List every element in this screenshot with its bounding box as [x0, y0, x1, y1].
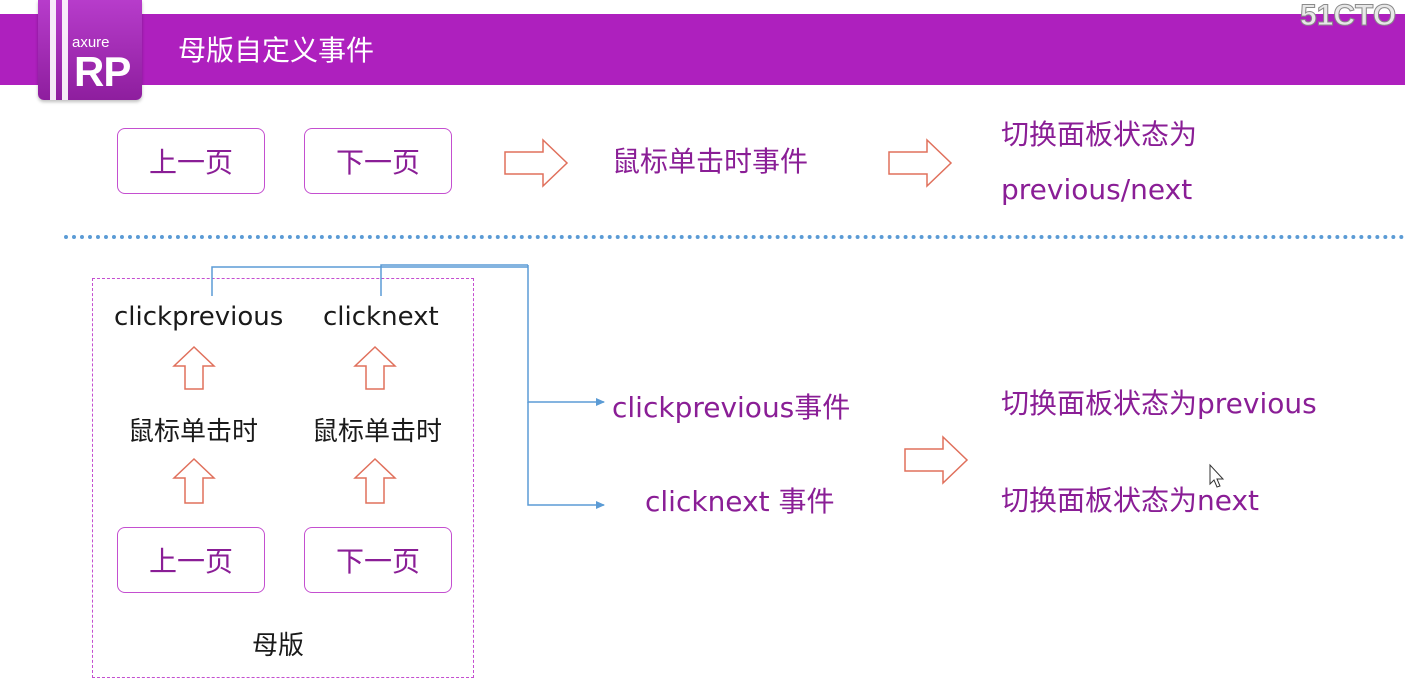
- page-title: 母版自定义事件: [178, 34, 375, 67]
- logo-stripe: [50, 0, 56, 100]
- right-arrow-icon: [504, 138, 569, 188]
- master-next-page-button[interactable]: 下一页: [304, 527, 452, 593]
- mouse-click-event-label: 鼠标单击时事件: [612, 145, 809, 178]
- connector-arrow: [527, 402, 605, 509]
- axure-logo: axure RP: [38, 0, 142, 100]
- master-caption: 母版: [252, 631, 305, 661]
- master-container: [92, 278, 474, 678]
- switch-panel-state-text: 切换面板状态为: [1001, 118, 1198, 151]
- switch-to-next-text: 切换面板状态为next: [1001, 484, 1260, 517]
- next-page-button[interactable]: 下一页: [304, 128, 452, 194]
- watermark: 51CTO: [1299, 0, 1397, 32]
- prev-page-button[interactable]: 上一页: [117, 128, 265, 194]
- connector-line: [380, 264, 528, 296]
- click-previous-event-label: clickprevious事件: [612, 391, 851, 424]
- previous-next-text: previous/next: [1001, 173, 1193, 206]
- connector-line: [211, 266, 528, 296]
- up-arrow-icon: [172, 345, 216, 390]
- logo-stripe: [62, 0, 68, 100]
- right-arrow-icon: [888, 138, 953, 188]
- up-arrow-icon: [353, 457, 397, 504]
- right-arrow-icon: [904, 435, 969, 485]
- header-bar: [0, 14, 1405, 85]
- click-next-label: clicknext: [323, 302, 439, 332]
- mouse-click-label-right: 鼠标单击时: [312, 417, 443, 447]
- connector-arrow: [527, 265, 605, 406]
- up-arrow-icon: [172, 457, 216, 504]
- logo-text-small: axure: [72, 34, 110, 51]
- mouse-click-label-left: 鼠标单击时: [128, 417, 259, 447]
- master-prev-page-button[interactable]: 上一页: [117, 527, 265, 593]
- section-divider: [64, 235, 1405, 239]
- up-arrow-icon: [353, 345, 397, 390]
- mouse-cursor-icon: [1209, 463, 1225, 488]
- click-previous-label: clickprevious: [114, 302, 284, 332]
- click-next-event-label: clicknext 事件: [645, 485, 835, 518]
- switch-to-previous-text: 切换面板状态为previous: [1001, 387, 1317, 420]
- logo-text-big: RP: [74, 48, 131, 95]
